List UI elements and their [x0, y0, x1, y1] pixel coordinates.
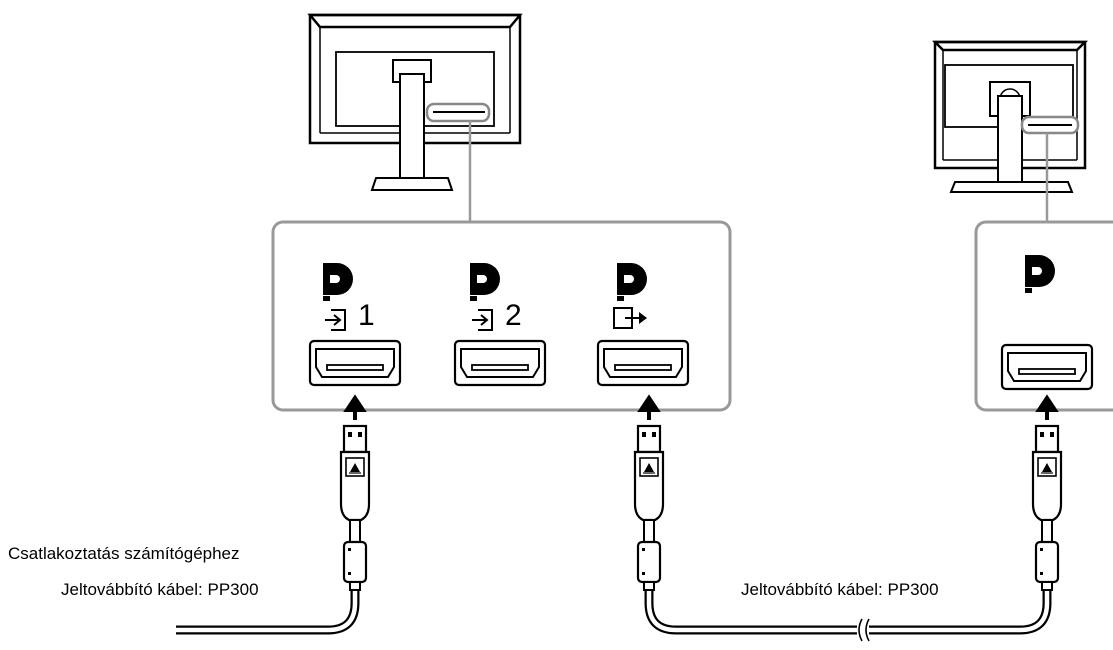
displayport-socket-icon — [308, 339, 402, 387]
cable-left-label: Jeltovábbító kábel: PP300 — [61, 580, 259, 599]
cable-to-pc — [176, 590, 360, 635]
displayport-socket-icon — [453, 339, 547, 387]
displayport-socket-icon — [1000, 343, 1094, 391]
port-number-1: 1 — [358, 299, 375, 332]
cable-between-monitors — [644, 590, 1052, 642]
right-monitor-back — [931, 40, 1089, 193]
left-monitor-back — [307, 13, 523, 191]
displayport-plug-icon — [633, 396, 665, 592]
displayport-plug-icon — [339, 396, 371, 592]
cable-right-label: Jeltovábbító kábel: PP300 — [741, 580, 939, 599]
port-number-2: 2 — [505, 299, 522, 332]
displayport-socket-icon — [596, 339, 690, 387]
displayport-plug-icon — [1031, 396, 1063, 592]
output-arrow-icon — [613, 307, 647, 329]
connect-pc-label: Csatlakoztatás számítógéphez — [8, 544, 240, 563]
